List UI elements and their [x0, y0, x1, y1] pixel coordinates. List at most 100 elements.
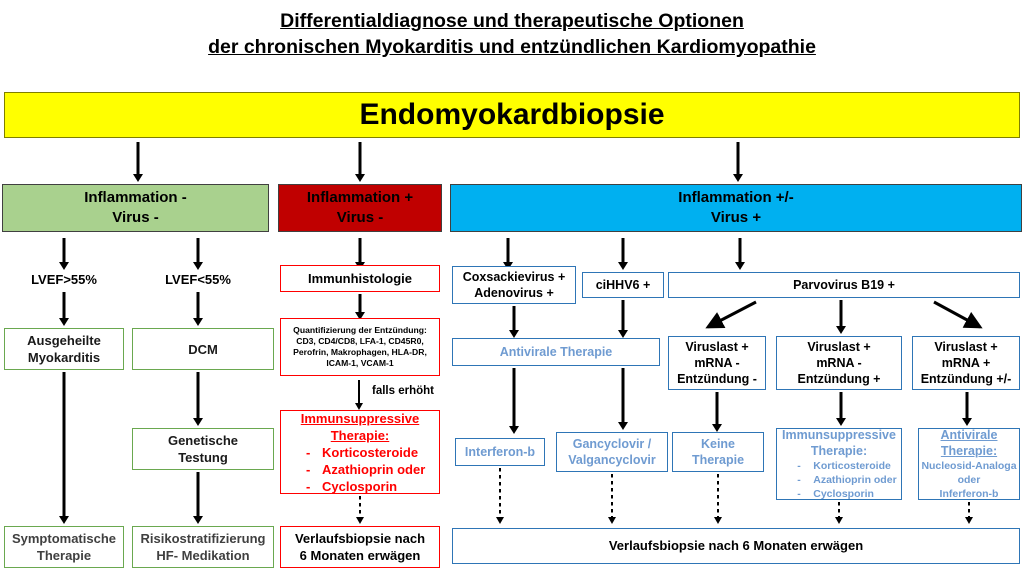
- node-label: ciHHV6 +: [595, 278, 651, 292]
- node-verlaufsbiopsie-blue[interactable]: Verlaufsbiopsie nach 6 Monaten erwägen: [452, 528, 1020, 564]
- arrow-antivirale-to-interferon: [506, 368, 522, 434]
- node-label: DCM: [188, 341, 218, 357]
- bullet-dash: -: [306, 478, 311, 494]
- node-label-line-1: Viruslast +: [807, 340, 871, 354]
- connector-interferon-to-followup: [499, 468, 501, 518]
- node-endomyokardbiopsie[interactable]: Endomyokardbiopsie: [4, 92, 1020, 138]
- node-label-line-4: oder: [957, 474, 981, 486]
- connector-arrowhead: [607, 517, 616, 524]
- arrow-root-to-blue: [730, 142, 746, 182]
- node-inflammation-plus-virus-minus[interactable]: Inflammation + Virus -: [278, 184, 442, 232]
- node-label-line-2: Therapie:: [810, 444, 868, 458]
- arrow-parvovirus-to-branch-1: [705, 300, 757, 329]
- arrow-green-to-lvef-low: [190, 238, 206, 270]
- node-label-line-1: Keine: [700, 437, 736, 451]
- node-label: Parvovirus B19 +: [793, 278, 895, 292]
- node-label: Antivirale Therapie: [499, 345, 613, 359]
- arrow-root-to-green: [130, 142, 146, 182]
- node-label-line-3: Nucleosid-Analoga: [921, 460, 1017, 472]
- connector-arrowhead: [495, 517, 504, 524]
- node-immunsuppressive-therapie-blue[interactable]: Immunsuppressive Therapie: -Korticostero…: [776, 428, 902, 500]
- drug-item: -Korticosteroide: [781, 459, 897, 473]
- arrow-cihhv6-to-antivirale-therapie: [615, 300, 631, 338]
- node-label-line-2: Virus +: [710, 209, 762, 226]
- bullet-dash: -: [306, 461, 311, 477]
- node-label-line-5: Inferferon-b: [939, 488, 999, 500]
- arrow-genetische-to-risikostratifizierung: [190, 472, 206, 524]
- node-label-line-2: Therapie: [36, 548, 92, 563]
- bullet-dash: -: [306, 444, 311, 460]
- quant-line-4: ICAM-1, VCAM-1: [326, 358, 394, 369]
- bullet-dash: -: [797, 474, 801, 486]
- drug-label: Azathioprin oder: [322, 461, 426, 477]
- node-label-line-2: Adenovirus +: [474, 286, 554, 300]
- node-label-line-1: Inflammation +/-: [678, 189, 794, 206]
- node-quantifizierung-entzuendung[interactable]: Quantifizierung der Entzündung: CD3, CD4…: [280, 318, 440, 376]
- node-antivirale-therapie-nucleosid[interactable]: Antivirale Therapie: Nucleosid-Analoga o…: [918, 428, 1020, 500]
- node-genetische-testung[interactable]: Genetische Testung: [132, 428, 274, 470]
- node-dcm[interactable]: DCM: [132, 328, 274, 370]
- node-label-line-3: Entzündung +/-: [920, 372, 1012, 386]
- node-label-line-1: Immunsuppressive: [300, 410, 420, 426]
- node-risikostratifizierung[interactable]: Risikostratifizierung HF- Medikation: [132, 526, 274, 568]
- node-inflammation-pm-virus-plus[interactable]: Inflammation +/- Virus +: [450, 184, 1022, 232]
- drug-label: Cyclosporin: [322, 478, 398, 494]
- connector-arrowhead: [713, 517, 722, 524]
- node-keine-therapie[interactable]: Keine Therapie: [672, 432, 764, 472]
- connector-gancyclovir-to-followup: [611, 474, 613, 518]
- arrow-parvovirus-to-branch-2: [833, 300, 849, 334]
- node-label-line-1: Ausgeheilte: [27, 333, 101, 348]
- title-line-2: der chronischen Myokarditis und entzündl…: [208, 36, 816, 58]
- arrow-pv2-to-immunsuppressive: [833, 392, 849, 426]
- node-antivirale-therapie[interactable]: Antivirale Therapie: [452, 338, 660, 366]
- node-label-line-3: Entzündung +: [797, 372, 881, 386]
- node-immunsuppressive-therapie-red[interactable]: Immunsuppressive Therapie: -Korticostero…: [280, 410, 440, 494]
- drug-item: -Cyclosporin: [781, 487, 897, 501]
- arrow-blue-to-parvovirus: [732, 238, 748, 270]
- node-label-line-3: Entzündung -: [677, 372, 757, 386]
- node-label: Verlaufsbiopsie nach 6 Monaten erwägen: [608, 538, 864, 553]
- quant-line-1: Quantifizierung der Entzündung:: [293, 324, 427, 335]
- node-label-line-2: Therapie:: [330, 427, 390, 443]
- node-interferon-b[interactable]: Interferon-b: [455, 438, 545, 466]
- drug-label: Cyclosporin: [813, 488, 874, 500]
- arrow-lvef-low-to-dcm: [190, 292, 206, 326]
- node-label-line-1: Inflammation +: [306, 189, 414, 206]
- node-inflammation-minus-virus-minus[interactable]: Inflammation - Virus -: [2, 184, 269, 232]
- node-label-line-2: mRNA -: [694, 356, 740, 370]
- node-symptomatische-therapie[interactable]: Symptomatische Therapie: [4, 526, 124, 568]
- node-cihhv6[interactable]: ciHHV6 +: [582, 272, 664, 298]
- node-immunhistologie[interactable]: Immunhistologie: [280, 265, 440, 292]
- quant-line-3: Perofrin, Makrophagen, HLA-DR,: [293, 347, 427, 357]
- arrow-parvovirus-to-branch-3: [933, 300, 983, 329]
- arrow-lvef-high-to-healed: [56, 292, 72, 326]
- connector-arrowhead: [964, 517, 973, 524]
- node-viruslast-mrna-minus-entzuendung-minus[interactable]: Viruslast + mRNA - Entzündung -: [668, 336, 766, 390]
- connector-arrowhead: [834, 517, 843, 524]
- drug-item: -Azathioprin oder: [285, 461, 435, 478]
- arrow-antivirale-to-gancyclovir: [615, 368, 631, 430]
- node-verlaufsbiopsie-red[interactable]: Verlaufsbiopsie nach 6 Monaten erwägen: [280, 526, 440, 568]
- drug-list: -Korticosteroide -Azathioprin oder -Cycl…: [777, 459, 901, 501]
- node-parvovirus-b19[interactable]: Parvovirus B19 +: [668, 272, 1020, 298]
- node-gancyclovir-valgancyclovir[interactable]: Gancyclovir / Valgancyclovir: [556, 432, 668, 472]
- node-viruslast-mrna-minus-entzuendung-plus[interactable]: Viruslast + mRNA - Entzündung +: [776, 336, 902, 390]
- node-coxsackievirus-adenovirus[interactable]: Coxsackievirus + Adenovirus +: [452, 266, 576, 304]
- node-label-line-1: Risikostratifizierung: [140, 531, 266, 546]
- arrow-healed-to-symptomatische-therapie: [56, 372, 72, 524]
- node-label: Interferon-b: [464, 445, 536, 459]
- node-label-line-1: Inflammation -: [84, 189, 187, 206]
- drug-list: -Korticosteroide -Azathioprin oder -Cycl…: [281, 444, 439, 495]
- arrow-dcm-to-genetische-testung: [190, 372, 206, 426]
- node-label-line-1: Gancyclovir /: [572, 437, 652, 451]
- node-label: Immunhistologie: [308, 271, 412, 286]
- node-label-line-1: Viruslast +: [934, 340, 998, 354]
- node-label-line-1: Genetische: [167, 433, 239, 448]
- node-ausgeheilte-myokarditis[interactable]: Ausgeheilte Myokarditis: [4, 328, 124, 370]
- arrow-quantifizierung-to-immunsuppressive: [352, 380, 366, 410]
- node-viruslast-mrna-plus-entzuendung-pm[interactable]: Viruslast + mRNA + Entzündung +/-: [912, 336, 1020, 390]
- node-label-line-2: HF- Medikation: [156, 548, 250, 563]
- drug-label: Korticosteroide: [813, 460, 891, 472]
- arrow-pv3-to-antivirale: [959, 392, 975, 426]
